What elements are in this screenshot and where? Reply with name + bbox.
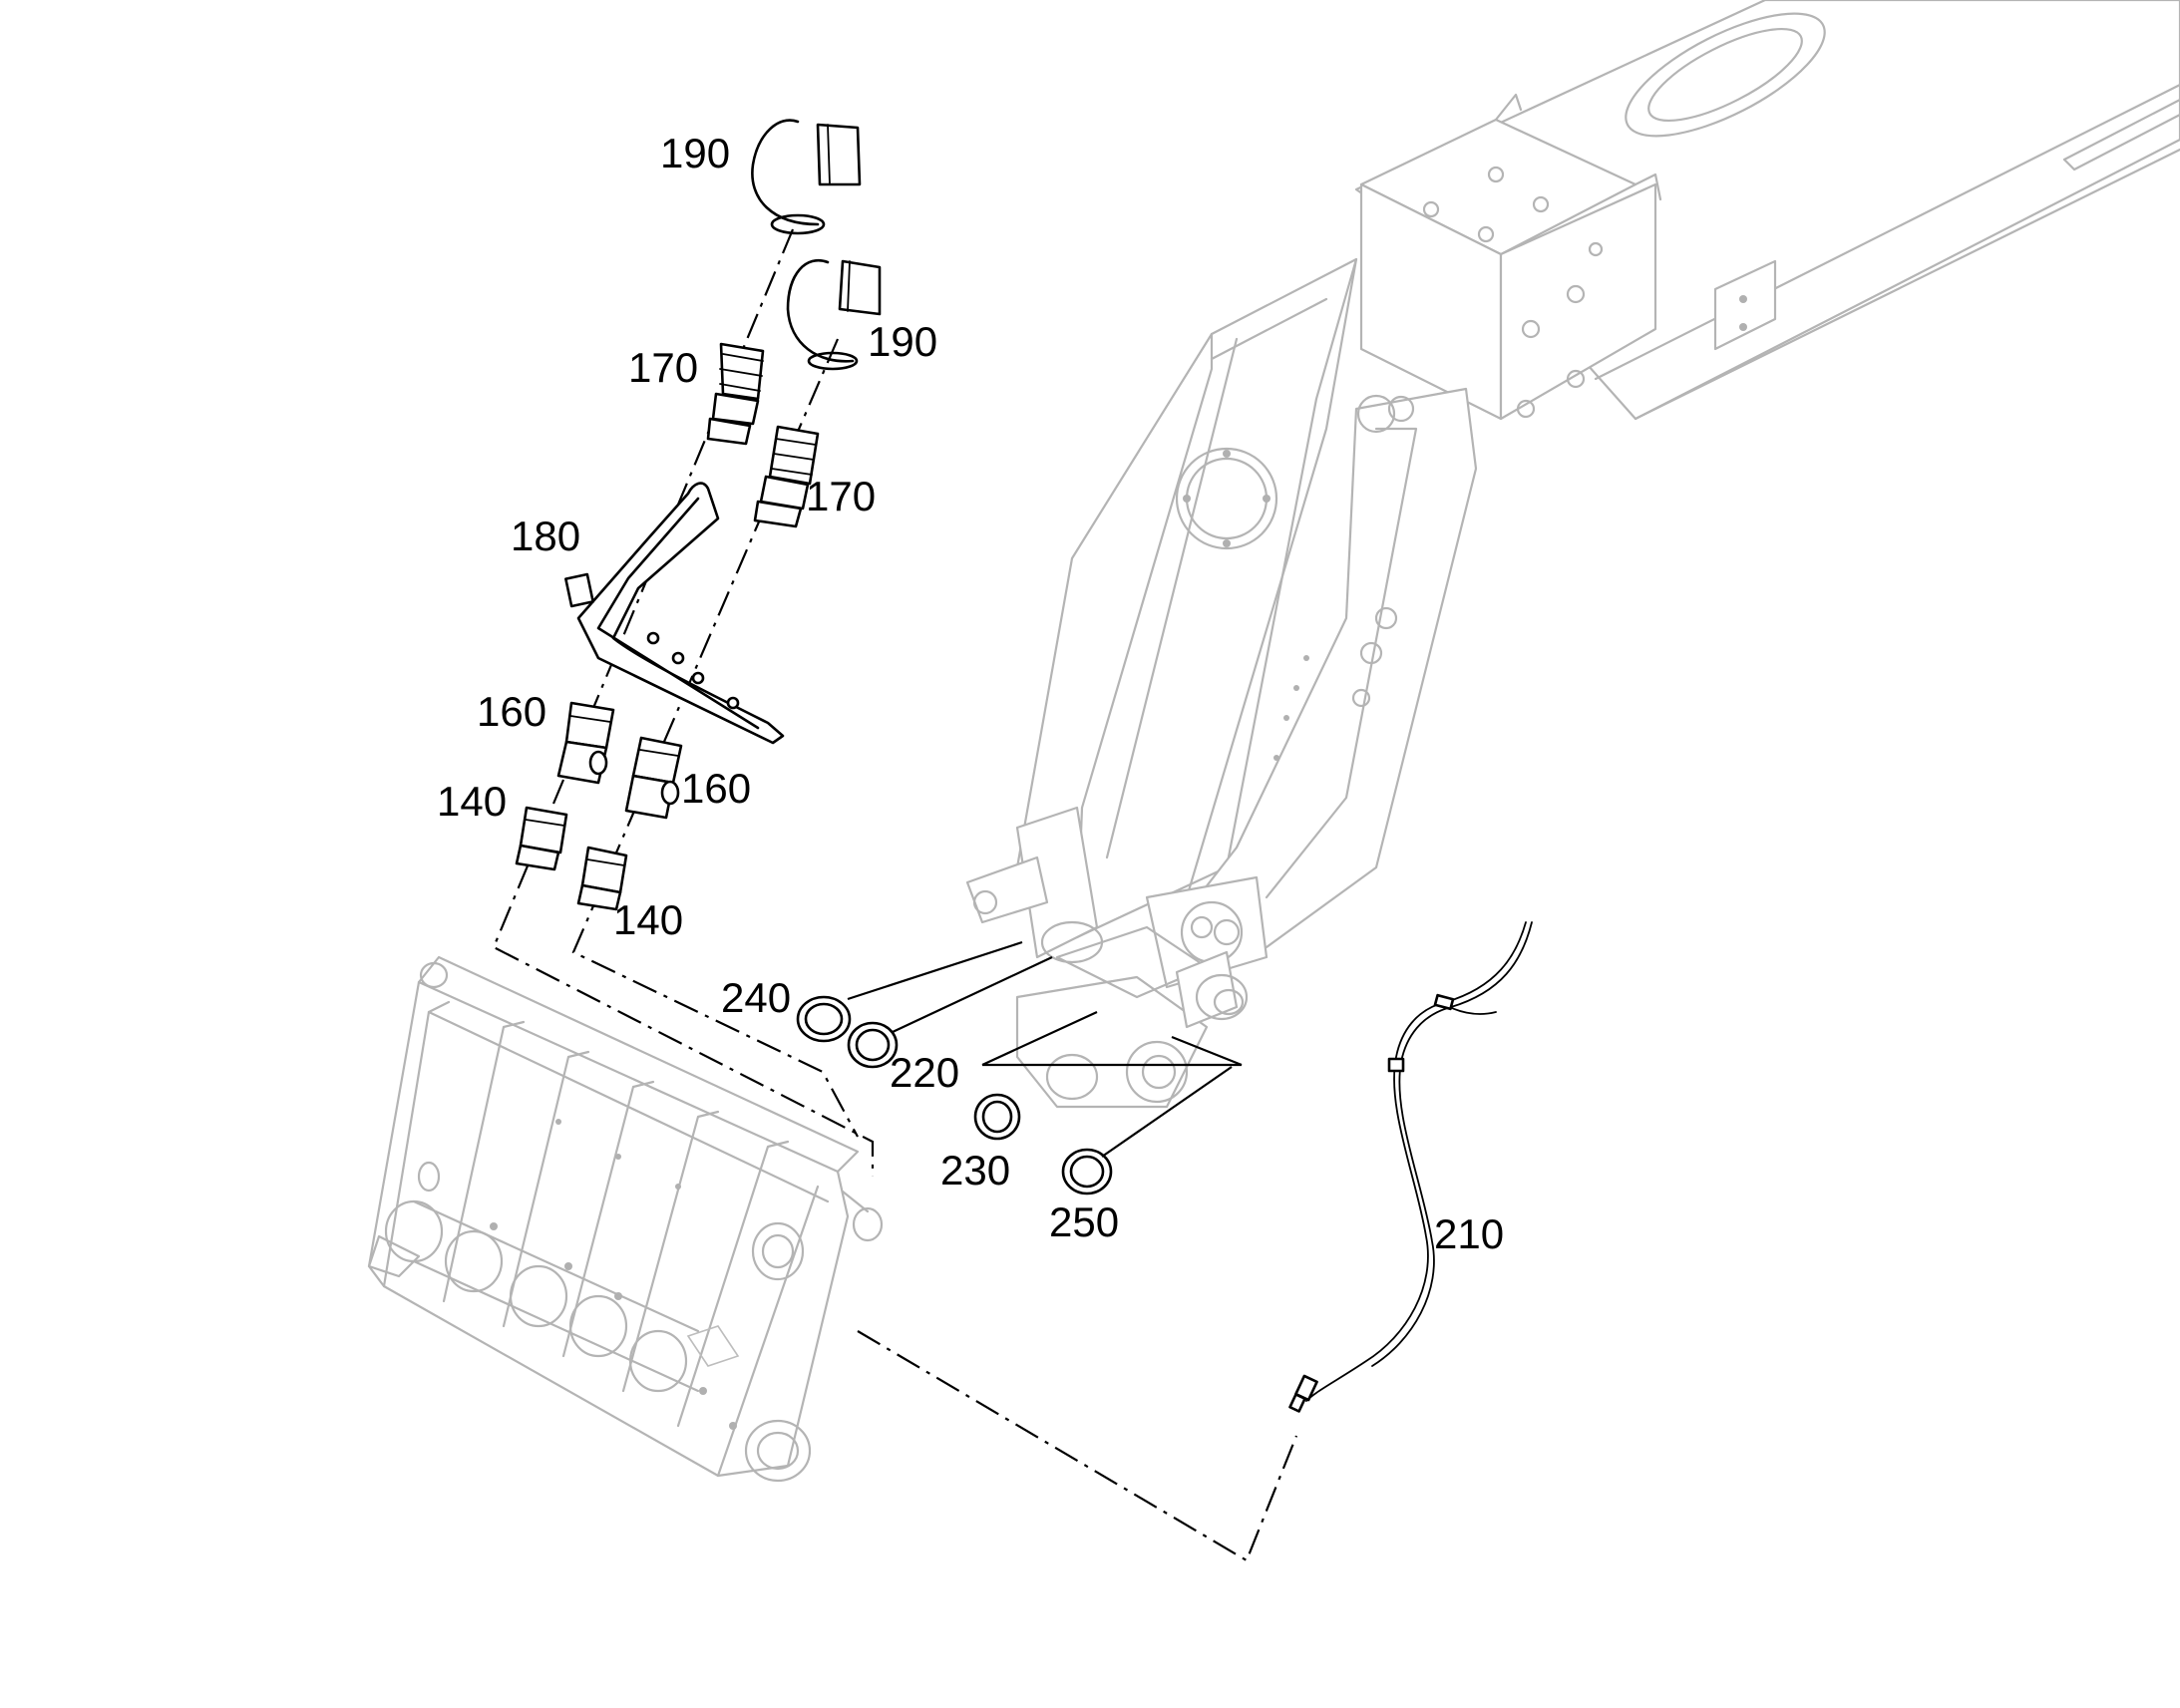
callout-250: 250 [1049, 1198, 1119, 1245]
washer-250 [1061, 1148, 1113, 1196]
tee-adapter-160-right [624, 736, 683, 820]
callout-190-lower: 190 [868, 318, 937, 365]
dust-cap-190-lower [786, 259, 882, 371]
callout-labels: 190 190 170 170 180 160 160 140 140 240 … [437, 130, 1504, 1257]
quick-coupler-170-left [706, 342, 765, 446]
sensor-cable-210 [1288, 921, 1533, 1413]
callout-160-right: 160 [681, 765, 751, 812]
callout-180: 180 [511, 512, 580, 559]
leader-lines [847, 940, 1243, 1158]
callout-230: 230 [940, 1147, 1010, 1194]
callout-190-upper: 190 [660, 130, 730, 176]
fitting-140-left [515, 806, 568, 871]
mounting-bracket-180 [564, 482, 785, 745]
callout-220: 220 [890, 1049, 959, 1096]
callout-170-right: 170 [806, 473, 876, 519]
quick-coupler-170-right [753, 425, 820, 528]
washer-240 [796, 995, 852, 1043]
callout-160-left: 160 [477, 688, 546, 735]
callout-140-left: 140 [437, 778, 507, 825]
callout-210: 210 [1434, 1210, 1504, 1257]
callout-140-right: 140 [613, 896, 683, 943]
callout-170-left: 170 [628, 344, 698, 391]
tee-adapter-160-left [556, 701, 615, 785]
washer-230 [973, 1093, 1021, 1141]
washer-220 [847, 1021, 899, 1069]
boom-arm-drawing [367, 0, 2180, 1483]
callout-240: 240 [721, 974, 791, 1021]
assembly-centerlines [492, 228, 1298, 1562]
fitting-140-right [576, 846, 628, 911]
dust-cap-190-upper [751, 119, 862, 235]
